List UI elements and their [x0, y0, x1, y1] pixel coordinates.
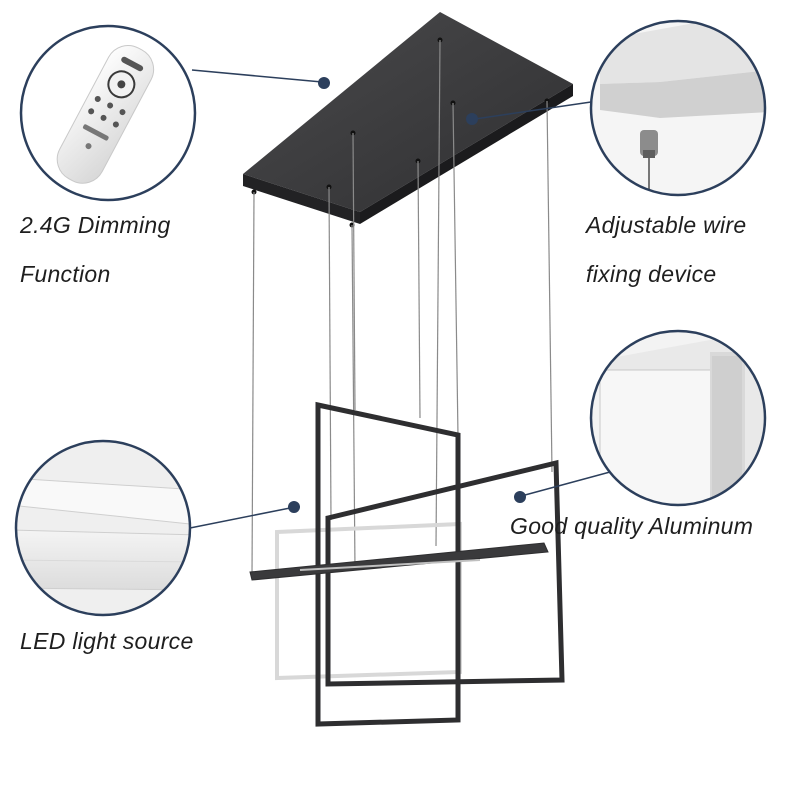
dimming-label-line1: 2.4G Dimming: [20, 212, 171, 238]
tilted-frame: [325, 459, 565, 687]
led-label: LED light source: [20, 628, 194, 654]
callout-led: [14, 439, 300, 617]
suspension-wires: [251, 39, 553, 577]
horizontal-bar: [249, 542, 549, 581]
tall-frame: [315, 401, 461, 727]
led-strip-icon: [16, 441, 190, 615]
pendant-frames: [249, 401, 565, 727]
callout-wire: [466, 19, 767, 197]
callout-aluminum: [514, 329, 767, 507]
dimming-label-line2: Function: [20, 261, 111, 287]
ceiling-canopy: [243, 12, 573, 228]
wire-label-line2: fixing device: [586, 261, 717, 287]
callout-remote: [19, 24, 330, 202]
white-frame: [275, 521, 462, 681]
wire-label-line1: Adjustable wire: [586, 212, 747, 238]
remote-control-icon: [56, 45, 155, 184]
aluminum-label: Good quality Aluminum: [510, 513, 754, 539]
